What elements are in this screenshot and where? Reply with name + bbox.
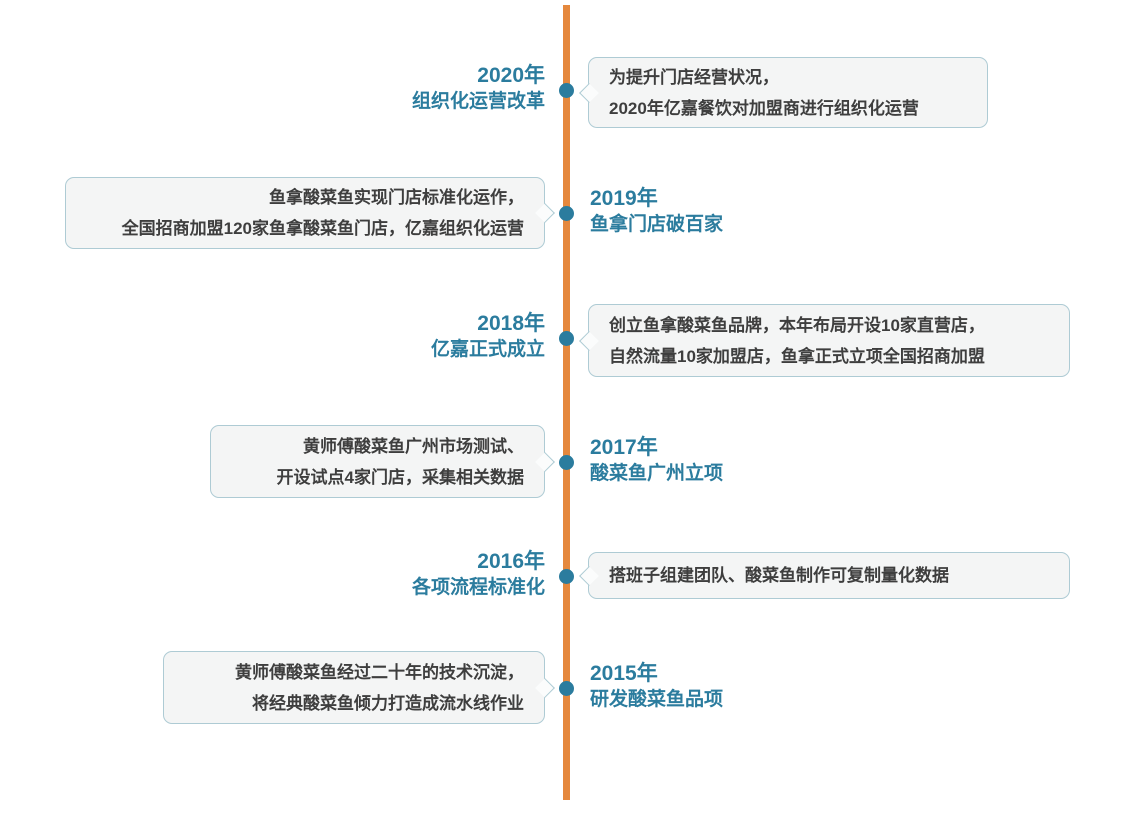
year-subtitle: 研发酸菜鱼品项 — [590, 689, 724, 710]
year-subtitle: 组织化运营改革 — [411, 91, 545, 112]
year-label-2019: 2019年 鱼拿门店破百家 — [590, 186, 723, 238]
event-bubble-2020: 为提升门店经营状况， 2020年亿嘉餐饮对加盟商进行组织化运营 — [588, 57, 988, 128]
timeline-dot-2019 — [559, 206, 574, 221]
year-text: 2020年 — [477, 64, 545, 87]
year-text: 2017年 — [590, 436, 658, 459]
event-line: 黄师傅酸菜鱼广州市场测试、 — [303, 436, 524, 456]
event-line: 自然流量10家加盟店，鱼拿正式立项全国招商加盟 — [609, 346, 985, 366]
event-line: 为提升门店经营状况， — [609, 67, 779, 87]
year-subtitle: 鱼拿门店破百家 — [590, 214, 724, 235]
timeline-dot-2016 — [559, 569, 574, 584]
event-bubble-2019: 鱼拿酸菜鱼实现门店标准化运作， 全国招商加盟120家鱼拿酸菜鱼门店，亿嘉组织化运… — [65, 177, 545, 249]
event-line: 创立鱼拿酸菜鱼品牌，本年布局开设10家直营店， — [609, 315, 985, 335]
year-label-2016: 2016年 各项流程标准化 — [412, 549, 545, 601]
timeline-dot-2018 — [559, 331, 574, 346]
event-line: 全国招商加盟120家鱼拿酸菜鱼门店，亿嘉组织化运营 — [121, 219, 524, 238]
timeline-axis — [563, 5, 570, 800]
event-line: 黄师傅酸菜鱼经过二十年的技术沉淀， — [235, 662, 524, 682]
event-bubble-2018: 创立鱼拿酸菜鱼品牌，本年布局开设10家直营店， 自然流量10家加盟店，鱼拿正式立… — [588, 304, 1070, 377]
year-text: 2015年 — [590, 662, 658, 685]
event-bubble-2017: 黄师傅酸菜鱼广州市场测试、 开设试点4家门店，采集相关数据 — [210, 425, 545, 498]
year-text: 2018年 — [477, 312, 545, 335]
year-subtitle: 各项流程标准化 — [411, 577, 545, 598]
timeline-dot-2020 — [559, 83, 574, 98]
year-label-2020: 2020年 组织化运营改革 — [412, 63, 545, 115]
year-text: 2016年 — [477, 550, 545, 573]
year-label-2017: 2017年 酸菜鱼广州立项 — [590, 435, 723, 487]
timeline-dot-2015 — [559, 681, 574, 696]
event-bubble-2015: 黄师傅酸菜鱼经过二十年的技术沉淀， 将经典酸菜鱼倾力打造成流水线作业 — [163, 651, 545, 724]
event-line: 开设试点4家门店，采集相关数据 — [276, 467, 524, 487]
year-subtitle: 亿嘉正式成立 — [430, 339, 545, 360]
event-bubble-2016: 搭班子组建团队、酸菜鱼制作可复制量化数据 — [588, 552, 1070, 599]
event-line: 鱼拿酸菜鱼实现门店标准化运作， — [269, 188, 524, 207]
year-label-2018: 2018年 亿嘉正式成立 — [431, 311, 545, 363]
year-text: 2019年 — [590, 187, 658, 210]
event-line: 将经典酸菜鱼倾力打造成流水线作业 — [252, 693, 524, 713]
year-subtitle: 酸菜鱼广州立项 — [590, 463, 724, 484]
event-line: 搭班子组建团队、酸菜鱼制作可复制量化数据 — [609, 566, 949, 585]
timeline-dot-2017 — [559, 455, 574, 470]
event-line: 2020年亿嘉餐饮对加盟商进行组织化运营 — [609, 98, 919, 118]
year-label-2015: 2015年 研发酸菜鱼品项 — [590, 661, 723, 713]
